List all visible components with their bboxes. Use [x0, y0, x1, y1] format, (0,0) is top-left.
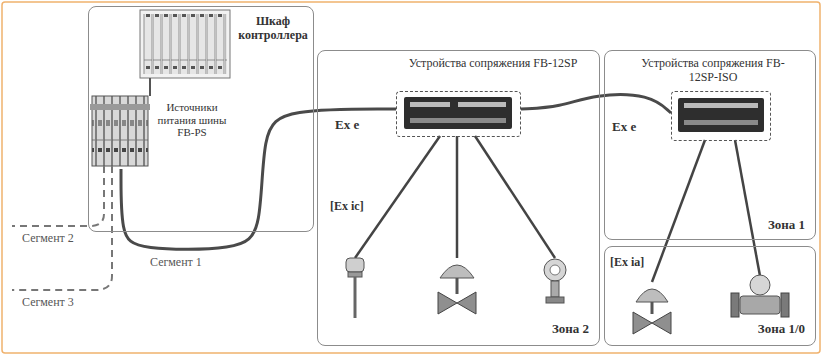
device-terminals	[410, 118, 506, 123]
flowmeter-head	[750, 275, 770, 295]
pressure-transmitter	[544, 259, 566, 303]
flowmeter	[731, 275, 789, 317]
transmitter-head	[544, 259, 566, 281]
controller-link	[149, 78, 151, 96]
device-body	[678, 98, 764, 132]
control-valve	[438, 265, 476, 314]
segment-label: Сегмент 1	[150, 256, 202, 270]
spur-wires	[355, 136, 760, 282]
device-terminals	[410, 102, 450, 107]
gauge-rod	[354, 277, 357, 318]
control-valve	[633, 289, 671, 334]
power-supply-node: Источники питания шины FB-PS	[91, 93, 247, 169]
zone-box: Устройства сопряжения FB-12SP-ISO Зона 1 E…	[604, 50, 816, 240]
device-terminals	[684, 103, 758, 108]
fieldbus-cable	[121, 109, 396, 249]
protection-label: Ex e	[612, 120, 636, 135]
zone-label: Зона 1/0	[758, 322, 805, 337]
spur-wire	[735, 140, 760, 276]
frame	[2, 2, 820, 353]
device-terminals	[458, 102, 506, 107]
cabinet-title: Шкаф контроллера	[235, 15, 311, 43]
rack-modules	[143, 14, 227, 74]
interface-device	[678, 98, 764, 132]
rack-body	[140, 10, 230, 78]
flowmeter-flange	[731, 293, 739, 317]
spur-wire	[652, 140, 705, 282]
valve-stem	[651, 302, 654, 314]
transmitter-flange	[546, 297, 564, 303]
protection-label: [Ex ic]	[330, 200, 364, 214]
zone-box: Устройства сопряжения FB-12SP Зона 2 Ex e	[317, 50, 600, 346]
device-terminals	[684, 120, 758, 125]
device-body	[404, 97, 512, 129]
box-title: Устройства сопряжения FB-12SP	[408, 57, 578, 71]
protection-label: [Ex ia]	[610, 256, 644, 270]
zone-label: Зона 2	[552, 322, 589, 337]
interface-device	[404, 97, 512, 129]
box-title: Устройства сопряжения FB-12SP-ISO	[633, 57, 793, 85]
valve-body	[438, 292, 476, 314]
interface-frame: Ex e	[396, 91, 521, 137]
flowmeter-flange	[781, 293, 789, 317]
segment-cable	[12, 166, 112, 290]
protection-label: Ex e	[335, 118, 359, 133]
spur-wire	[456, 136, 459, 258]
zone-box: Шкаф контроллераИсточники питания шины F…	[88, 6, 314, 232]
valve-stem	[456, 278, 459, 294]
flowmeter-body	[740, 296, 780, 314]
transmitter-display	[550, 265, 560, 275]
transmitter-stem	[551, 281, 559, 297]
segment-label: Сегмент 3	[22, 296, 74, 310]
segment-cable	[12, 166, 104, 226]
interface-frame: Ex e	[671, 91, 771, 141]
spur-wire	[475, 136, 555, 258]
level-gauge	[346, 258, 364, 318]
ps-rail	[90, 104, 150, 110]
gauge-flange	[348, 272, 362, 277]
power-supply-label: Источники питания шины FB-PS	[151, 101, 233, 139]
valve-actuator	[440, 265, 474, 278]
valve-actuator	[636, 289, 668, 302]
zone-label: Зона 1	[768, 218, 805, 233]
valve-body	[633, 312, 671, 334]
power-supply-modules	[90, 96, 150, 166]
fieldbus-cable	[521, 95, 671, 113]
controller-rack	[140, 10, 230, 78]
gauge-head	[346, 258, 364, 272]
segment-label: Сегмент 2	[22, 232, 74, 246]
spur-wire	[355, 136, 440, 258]
